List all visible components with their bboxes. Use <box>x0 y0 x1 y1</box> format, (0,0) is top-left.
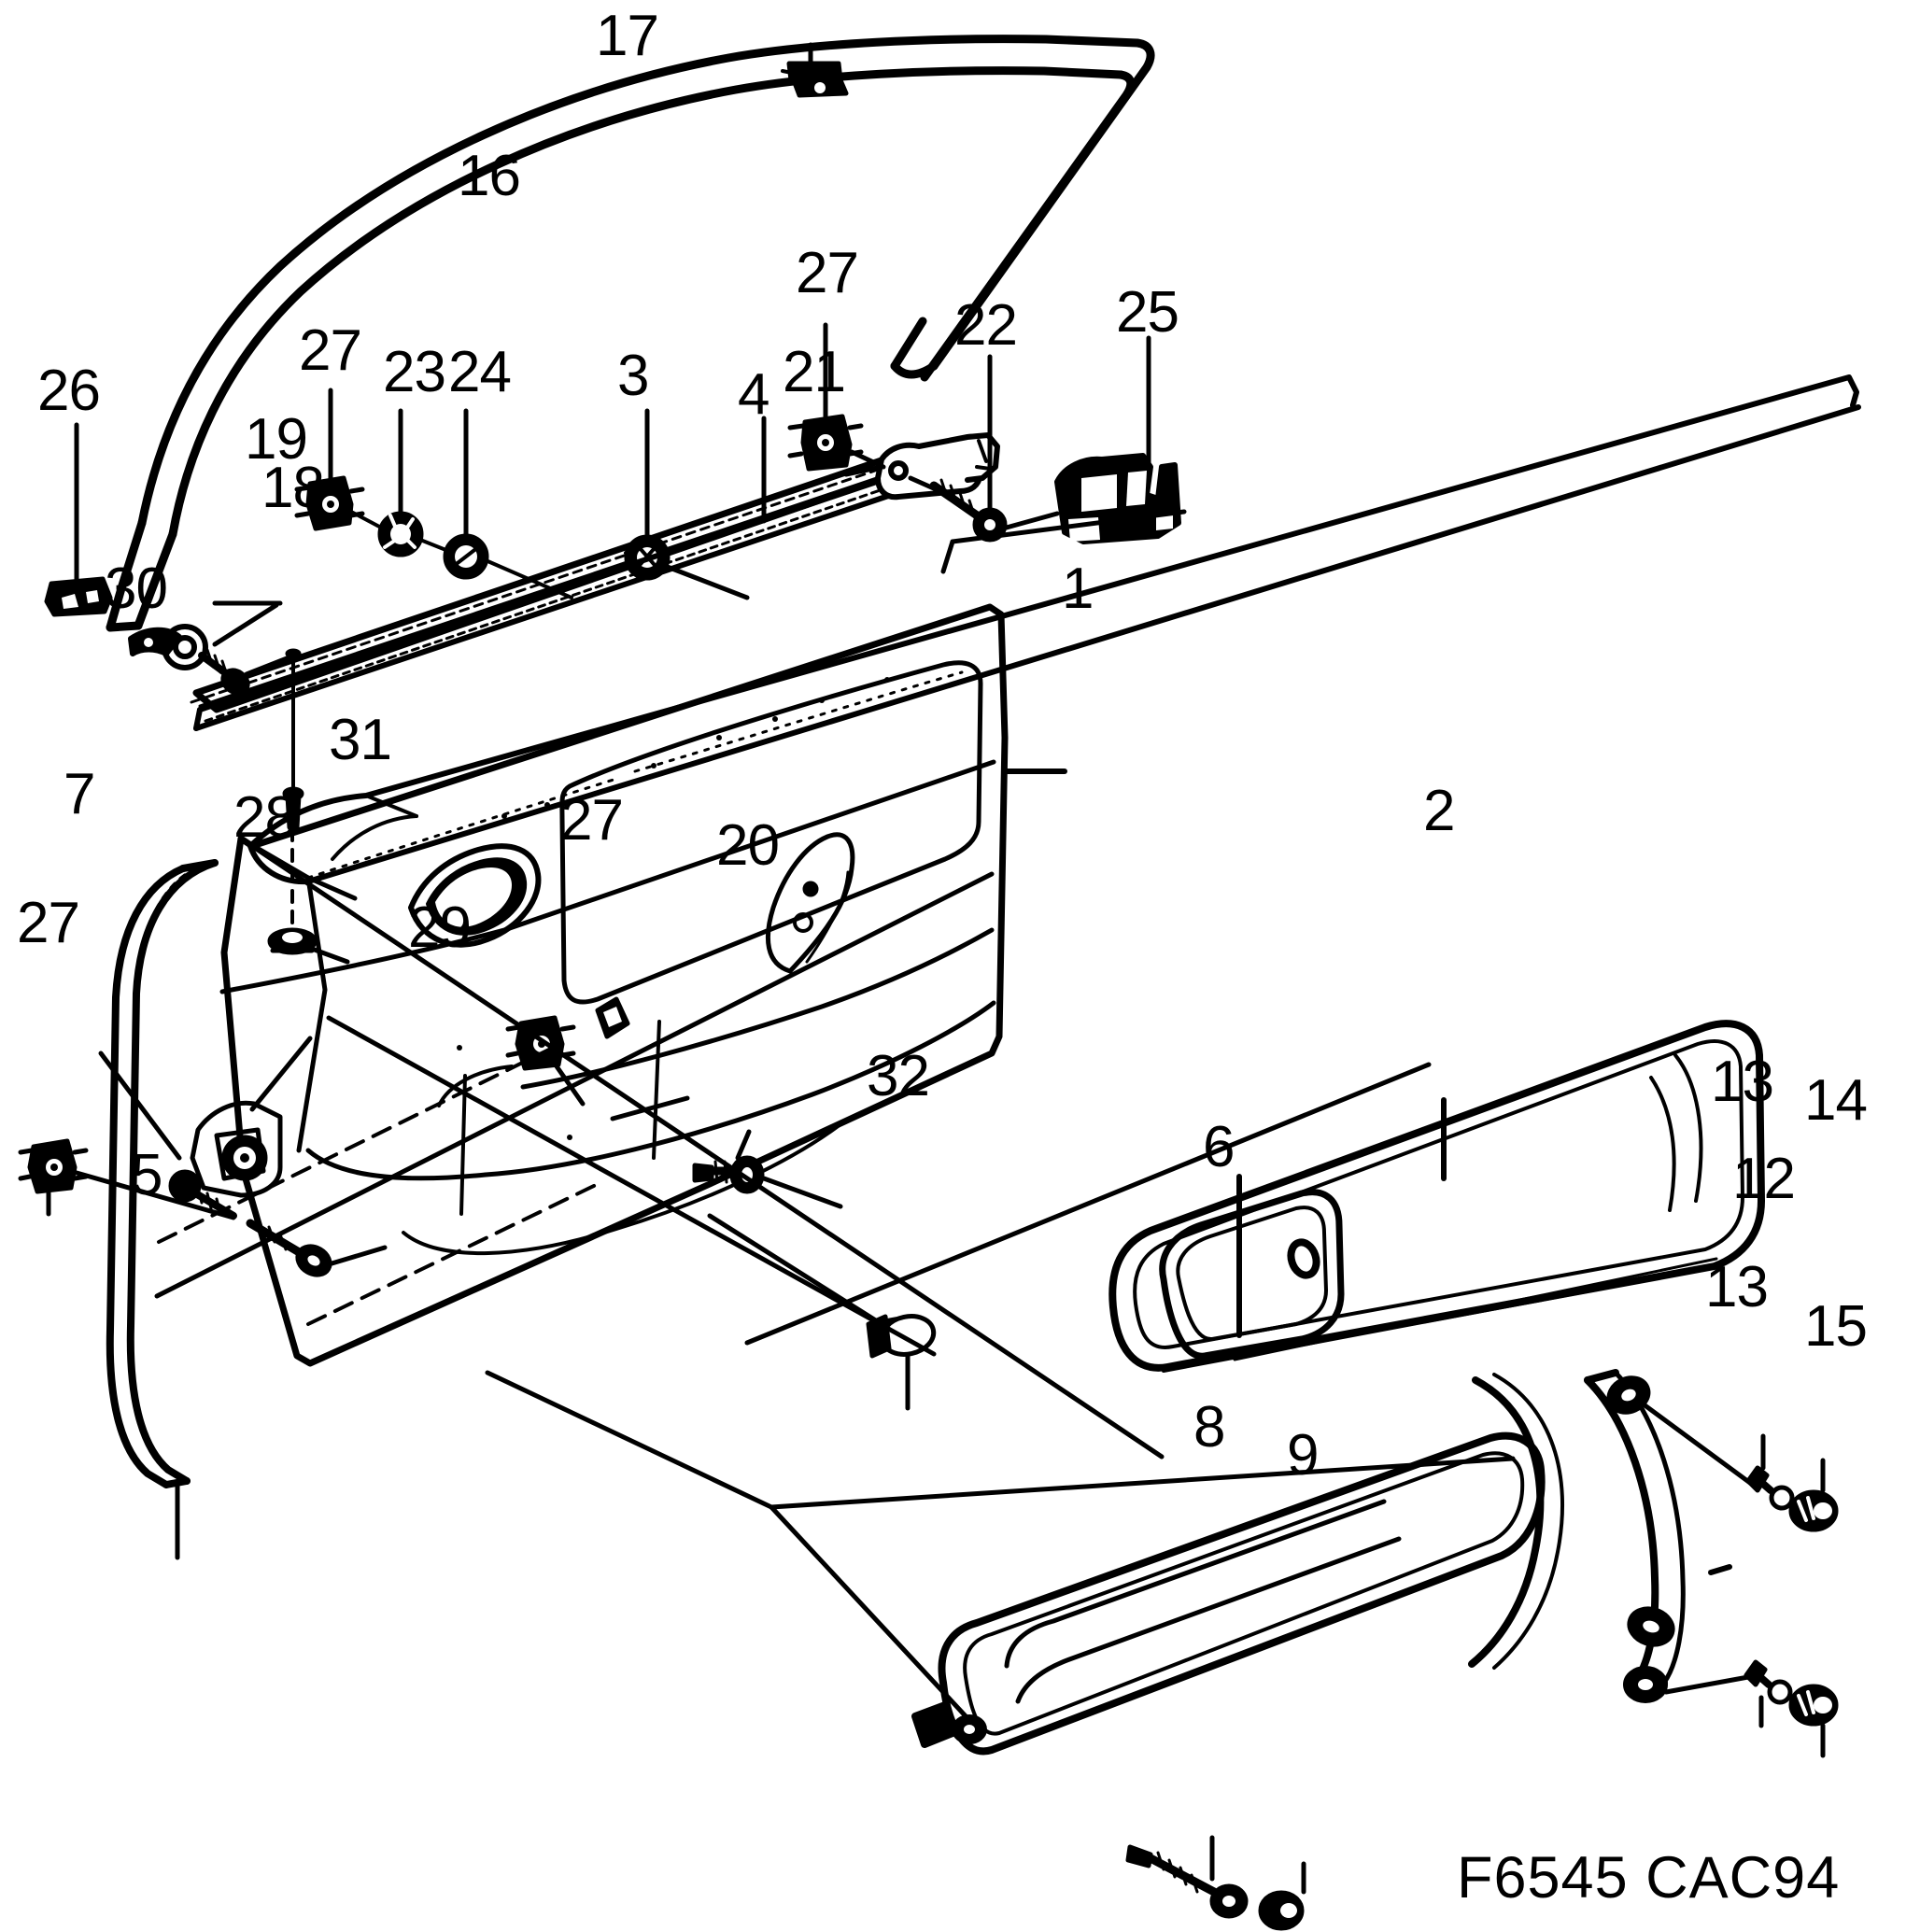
construction-lines <box>154 836 1432 1460</box>
callout-27-c: 27 <box>560 788 624 853</box>
callout-26: 26 <box>37 359 101 423</box>
callout-16: 16 <box>458 144 521 208</box>
axis-panel-down <box>940 539 955 574</box>
part-9-washer <box>1258 1890 1305 1931</box>
callout-25: 25 <box>1116 280 1179 345</box>
callout-6: 6 <box>1203 1115 1235 1179</box>
callout-28: 28 <box>233 785 297 850</box>
callout-12: 12 <box>1732 1147 1796 1211</box>
callout-9: 9 <box>1287 1423 1319 1488</box>
part-28-bracket <box>190 1100 283 1198</box>
figure-caption: F6545 CAC94 <box>1457 1845 1841 1911</box>
axis-22-25 <box>1000 511 1060 531</box>
callout-30: 30 <box>105 557 168 621</box>
part-13-screw-upper <box>1745 1465 1795 1511</box>
construction-dashed <box>157 1044 600 1326</box>
part-23-grommet <box>377 511 424 557</box>
axis-20 <box>761 1176 843 1209</box>
callout-7: 7 <box>64 762 95 826</box>
leader-3-run <box>662 563 750 600</box>
part-8-screw <box>1125 1844 1249 1919</box>
callout-19: 19 <box>245 407 308 472</box>
callout-22: 22 <box>954 293 1018 358</box>
part-24-washer <box>443 533 489 580</box>
part-27-clip-nut-b <box>787 414 864 472</box>
part-13-screw-lower <box>1744 1659 1793 1705</box>
part-31-grommet <box>267 927 318 955</box>
part-25-bracket <box>1054 453 1181 544</box>
part-5-door-seal <box>106 859 219 1488</box>
callout-29: 29 <box>408 895 472 960</box>
part-31-pin <box>282 786 304 830</box>
leader-20 <box>735 1129 752 1161</box>
part-6-support-arc <box>1468 1373 1564 1670</box>
part-19-pivot <box>128 624 208 670</box>
callout-17: 17 <box>596 4 659 68</box>
callout-24: 24 <box>448 340 512 404</box>
callout-13-a: 13 <box>1711 1050 1774 1114</box>
part-17-clip <box>781 61 849 98</box>
part-14-nut <box>1788 1489 1839 1532</box>
callout-2: 2 <box>1423 779 1455 843</box>
axis-long-right <box>950 509 1187 544</box>
callout-32: 32 <box>867 1044 930 1108</box>
leader-12 <box>1708 1564 1732 1575</box>
callout-27-d: 27 <box>17 891 80 955</box>
leader-21 <box>843 464 884 477</box>
callout-23: 23 <box>383 340 446 404</box>
callout-18: 18 <box>261 456 325 520</box>
callout-3: 3 <box>617 344 649 408</box>
callout-15: 15 <box>1804 1294 1868 1359</box>
leader-28 <box>249 1036 313 1112</box>
part-2-trim-insert <box>1108 1020 1765 1373</box>
part-27-clip-nut-d <box>18 1138 89 1194</box>
part-6-armrest <box>911 1431 1546 1756</box>
callout-14: 14 <box>1804 1068 1868 1133</box>
leader-29 <box>326 1245 388 1267</box>
leader-31 <box>309 946 350 965</box>
callout-5: 5 <box>131 1143 162 1207</box>
callout-13-b: 13 <box>1705 1255 1769 1319</box>
callout-31: 31 <box>329 708 392 772</box>
leader-27-c2 <box>610 1095 690 1121</box>
leader-19 <box>212 602 279 647</box>
part-26-end-cap <box>44 576 113 617</box>
link-27b-21 <box>849 449 886 470</box>
callout-20: 20 <box>716 813 780 878</box>
callout-27-b: 27 <box>299 318 362 383</box>
part-16-weatherstrip-lower-tail <box>106 518 177 632</box>
callout-27-a: 27 <box>796 241 859 305</box>
leader-7 <box>98 1051 182 1161</box>
callout-21: 21 <box>783 340 846 404</box>
axis-panel-to-armrest <box>485 1370 1516 1721</box>
part-18-screw <box>198 648 250 696</box>
part-27-clip-nut-a <box>294 475 365 531</box>
callout-1: 1 <box>1062 557 1094 621</box>
part-16-window-frame-weatherstrip <box>137 35 1155 539</box>
link-27d <box>74 1170 236 1220</box>
axis-32 <box>707 1213 884 1327</box>
part-15-nut <box>1788 1684 1839 1727</box>
part-12-support-arm <box>1584 1369 1686 1703</box>
axis-13-a <box>1641 1402 1753 1486</box>
part-22-screw <box>929 478 1008 543</box>
axis-13-b <box>1663 1674 1751 1695</box>
callout-4: 4 <box>738 362 769 427</box>
leader-22-run <box>908 475 939 492</box>
callout-8: 8 <box>1193 1395 1225 1460</box>
